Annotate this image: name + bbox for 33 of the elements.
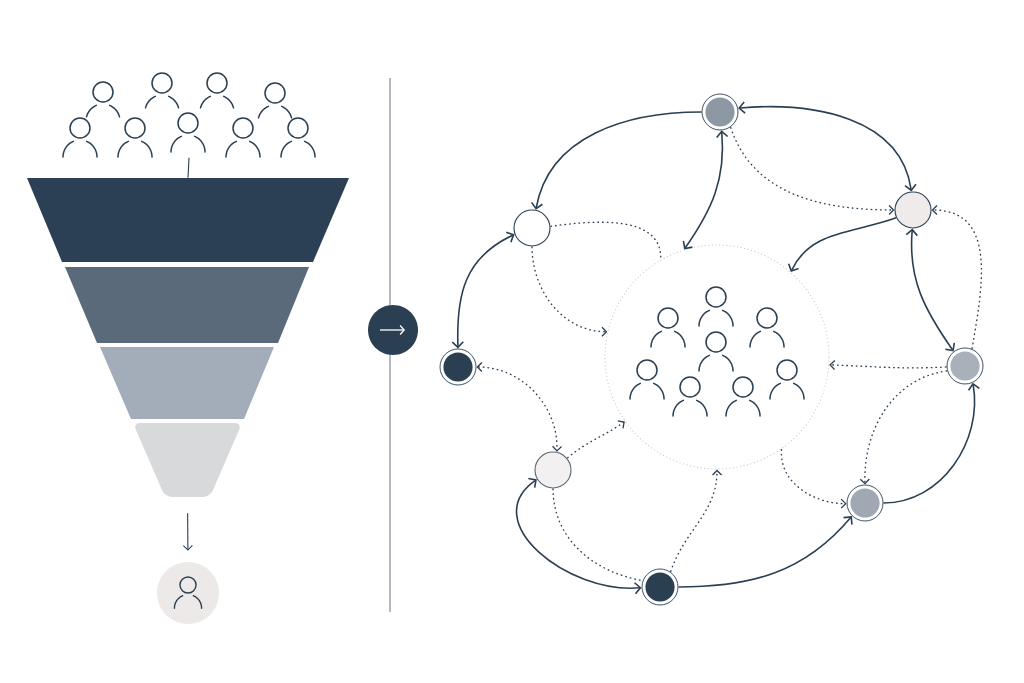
arrow <box>882 382 981 504</box>
arrow <box>182 512 193 551</box>
network-node <box>439 348 477 386</box>
dotted-arrow <box>729 126 895 216</box>
dotted-arrow <box>931 204 983 350</box>
funnel-band <box>27 178 349 262</box>
dotted-arrow <box>829 359 948 371</box>
arrow <box>515 477 642 595</box>
arrow <box>451 231 515 349</box>
funnel-band <box>135 423 240 497</box>
dotted-arrow <box>531 245 608 337</box>
network-node <box>641 568 679 606</box>
arrow <box>905 228 956 352</box>
network-node <box>846 484 884 522</box>
network-node <box>534 451 572 489</box>
dotted-arrow <box>476 361 563 452</box>
dotted-arrow <box>780 448 847 509</box>
dotted-arrow <box>566 420 625 459</box>
dotted-arrow <box>669 469 723 573</box>
network-node <box>894 191 932 229</box>
arrow <box>738 101 917 192</box>
connector-line <box>187 157 190 179</box>
people-group <box>62 72 316 158</box>
arrow <box>530 111 703 210</box>
arrow <box>787 217 897 273</box>
arrow <box>677 516 853 588</box>
network-node <box>946 347 984 385</box>
funnel-band <box>100 347 274 419</box>
funnel-band <box>65 267 309 343</box>
arrow <box>682 130 729 250</box>
dotted-arrow <box>859 370 948 485</box>
network-node <box>701 93 739 131</box>
network-node <box>513 209 551 247</box>
